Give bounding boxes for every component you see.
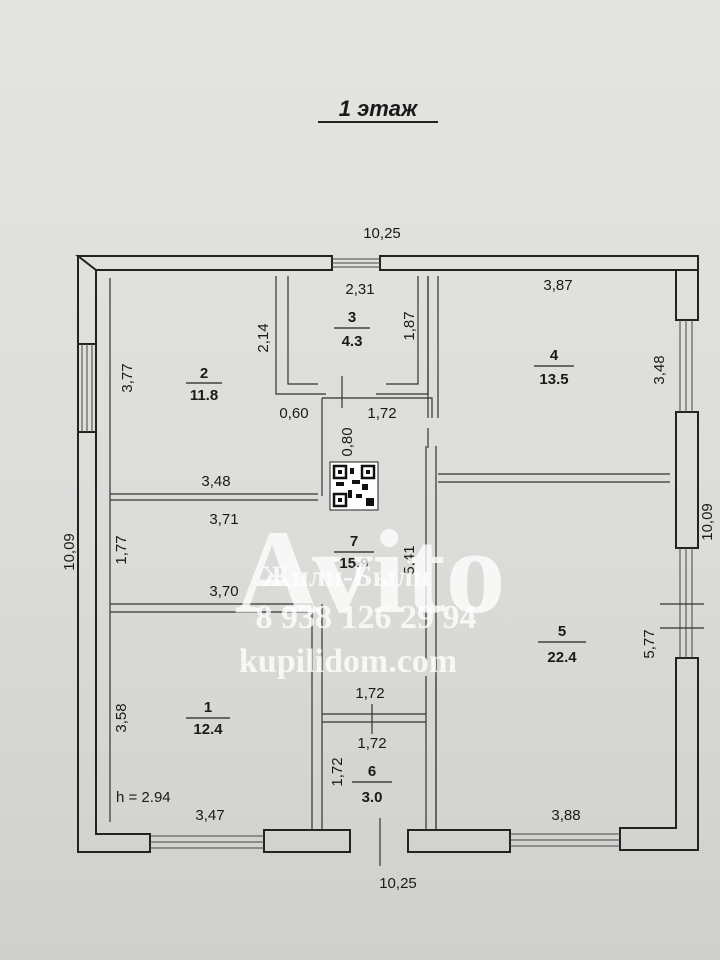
dim-room6-left: 1,72 bbox=[329, 757, 346, 786]
dim-left-total: 10,09 bbox=[61, 533, 78, 571]
room-number: 1 bbox=[204, 699, 212, 716]
dim-room1-bottom: 3,47 bbox=[195, 807, 224, 824]
room-area: 3.0 bbox=[362, 789, 383, 806]
dim-room5-bottom: 3,88 bbox=[551, 807, 580, 824]
outer-walls bbox=[75, 255, 699, 853]
phone-watermark: 8 938 126 29 94 bbox=[256, 599, 477, 636]
room-area: 4.3 bbox=[342, 333, 363, 350]
dim-room3-left: 2,14 bbox=[255, 323, 272, 352]
dim-door-060: 0,60 bbox=[279, 405, 308, 422]
room-number: 5 bbox=[558, 623, 566, 640]
qr-code bbox=[329, 461, 379, 511]
room-area: 11.8 bbox=[190, 387, 218, 404]
room-number: 3 bbox=[348, 309, 356, 326]
dim-room3-right: 1,87 bbox=[401, 311, 418, 340]
room-labels: 2 11.8 3 4.3 4 13.5 7 15.9 5 22.4 1 12.4 bbox=[186, 309, 586, 806]
room-area: 13.5 bbox=[539, 371, 568, 388]
avito-watermark: Avito bbox=[234, 505, 505, 638]
dim-room1-left: 3,58 bbox=[113, 703, 130, 732]
agency-name-watermark: Жили-Были bbox=[262, 560, 430, 593]
dim-room4-top: 3,87 bbox=[543, 277, 572, 294]
room-number: 2 bbox=[200, 365, 208, 382]
dim-room6-mid: 1,72 bbox=[357, 735, 386, 752]
room-1-label: 1 12.4 bbox=[186, 699, 230, 738]
ceiling-height: h = 2.94 bbox=[116, 789, 171, 806]
watermarks: Avito Жили-Были 8 938 126 29 94 kupilido… bbox=[234, 505, 505, 680]
dim-room2-height: 3,77 bbox=[119, 363, 136, 392]
dim-room6-top: 1,72 bbox=[355, 685, 384, 702]
dim-room5-right: 5,77 bbox=[641, 629, 658, 658]
website-watermark: kupilidom.com bbox=[239, 643, 457, 680]
dim-room4-right: 3,48 bbox=[651, 355, 668, 384]
room-4-label: 4 13.5 bbox=[534, 347, 574, 388]
dim-room7-left: 1,77 bbox=[113, 535, 130, 564]
dim-room7-top: 3,71 bbox=[209, 511, 238, 528]
floor-title: 1 этаж bbox=[339, 96, 419, 121]
room-5-label: 5 22.4 bbox=[538, 623, 586, 666]
dim-corridor-top: 1,72 bbox=[367, 405, 396, 422]
room-3-label: 3 4.3 bbox=[334, 309, 370, 350]
dimension-labels: 10,25 2,31 3,87 3,77 2,14 1,87 3,48 0,60… bbox=[61, 225, 716, 892]
windows bbox=[81, 258, 693, 849]
dim-bottom-total: 10,25 bbox=[379, 875, 417, 892]
dim-room7-right: 5,41 bbox=[401, 545, 418, 574]
room-6-label: 6 3.0 bbox=[352, 763, 392, 806]
dim-room7-bottom: 3,70 bbox=[209, 583, 238, 600]
room-number: 7 bbox=[350, 533, 358, 550]
dim-top-total: 10,25 bbox=[363, 225, 401, 242]
room-2-label: 2 11.8 bbox=[186, 365, 222, 404]
room-area: 22.4 bbox=[547, 649, 577, 666]
interior-walls bbox=[109, 276, 704, 866]
dim-room2-bottom: 3,48 bbox=[201, 473, 230, 490]
room-area: 15.9 bbox=[339, 555, 368, 572]
room-area: 12.4 bbox=[193, 721, 223, 738]
dim-right-total: 10,09 bbox=[699, 503, 716, 541]
dim-room3-top: 2,31 bbox=[345, 281, 374, 298]
dim-corridor-080: 0,80 bbox=[339, 427, 356, 456]
room-7-label: 7 15.9 bbox=[334, 533, 374, 572]
room-number: 6 bbox=[368, 763, 376, 780]
room-number: 4 bbox=[550, 347, 559, 364]
